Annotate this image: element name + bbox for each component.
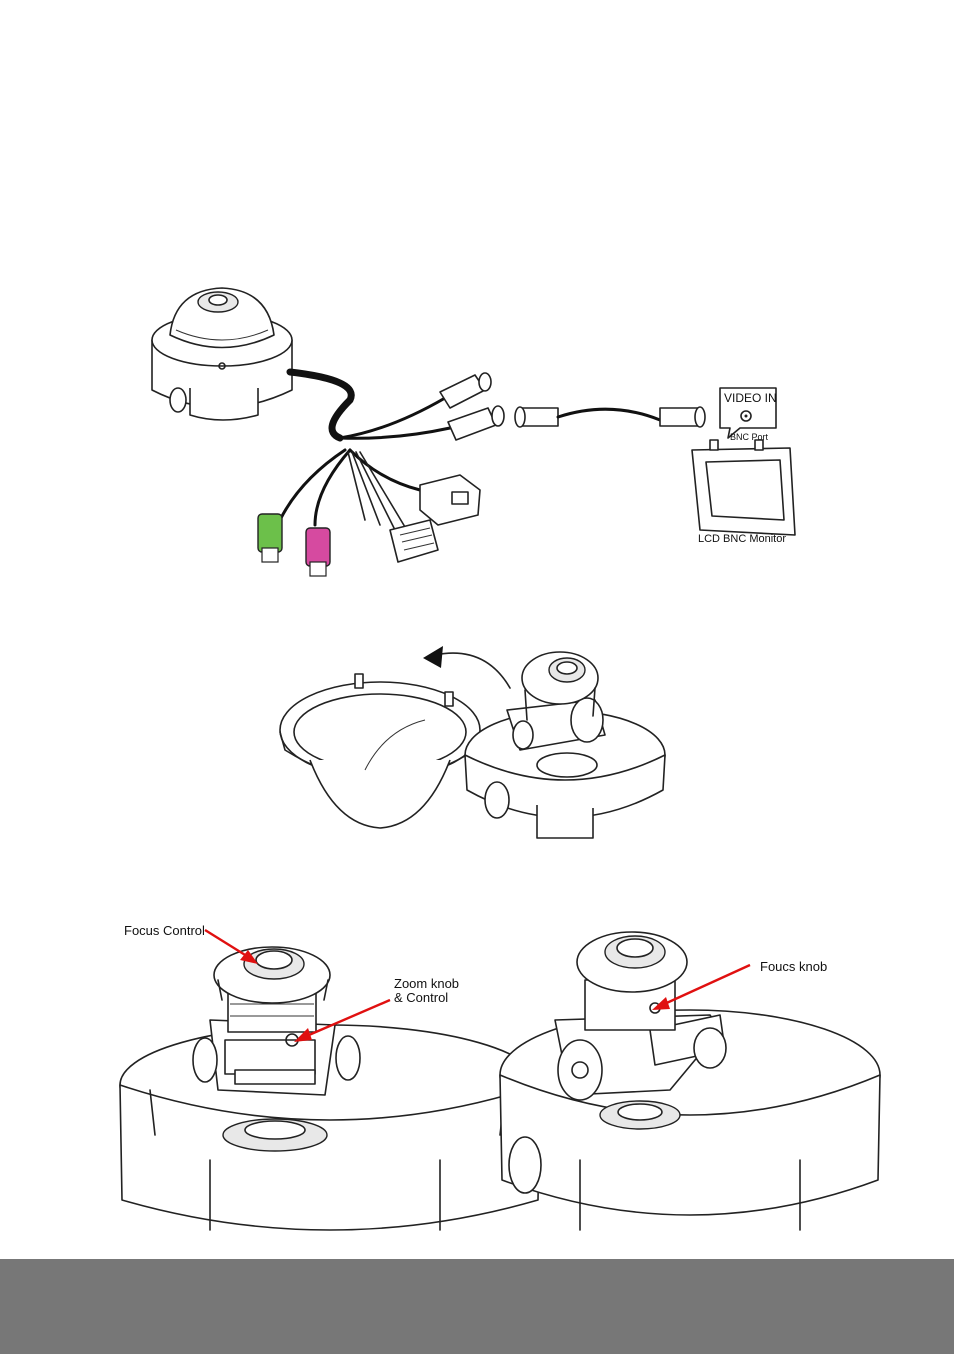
rj45-jack-icon <box>419 474 481 526</box>
lens-controls-illustration <box>119 928 881 1231</box>
lcd-monitor-label: LCD BNC Monitor <box>698 533 787 545</box>
camera-connection-illustration <box>151 287 796 577</box>
terminal-block-icon <box>389 519 439 563</box>
figure-remove-dome-cover <box>275 640 675 845</box>
figure-lens-controls: Focus Control Zoom knob & Control Foucs … <box>110 920 881 1240</box>
video-in-label: VIDEO IN <box>724 391 777 405</box>
remove-cover-illustration <box>279 646 666 839</box>
page-footer-bar <box>0 1259 954 1354</box>
bnc-cable-icon <box>514 406 706 428</box>
lcd-monitor-icon <box>691 439 796 536</box>
power-connector-icon <box>439 372 492 409</box>
left-lens-module-icon <box>192 946 361 1096</box>
video-bnc-connector-icon <box>447 405 505 441</box>
focus-control-label: Focus Control <box>124 923 205 938</box>
bnc-port-label: BNC Port <box>730 432 769 442</box>
zoom-knob-arrow <box>294 998 391 1042</box>
focus-knob-arrow <box>652 963 751 1010</box>
dome-camera-icon <box>151 287 293 421</box>
rotate-arrow-icon <box>423 646 511 689</box>
zoom-knob-label-line1: Zoom knob <box>394 976 460 991</box>
camera-module-icon <box>506 651 606 751</box>
figure-camera-connection: VIDEO IN BNC Port LCD BNC Monitor <box>140 280 820 590</box>
focus-control-arrow <box>204 928 258 964</box>
focus-knob-label: Foucs knob <box>760 959 828 974</box>
dome-cover-icon <box>279 673 481 829</box>
video-in-callout <box>719 387 777 439</box>
zoom-knob-label-line2: & Control <box>394 990 449 1005</box>
right-lens-module-icon <box>554 931 727 1101</box>
audio-in-connector-icon <box>257 513 283 563</box>
audio-out-connector-icon <box>305 527 331 577</box>
